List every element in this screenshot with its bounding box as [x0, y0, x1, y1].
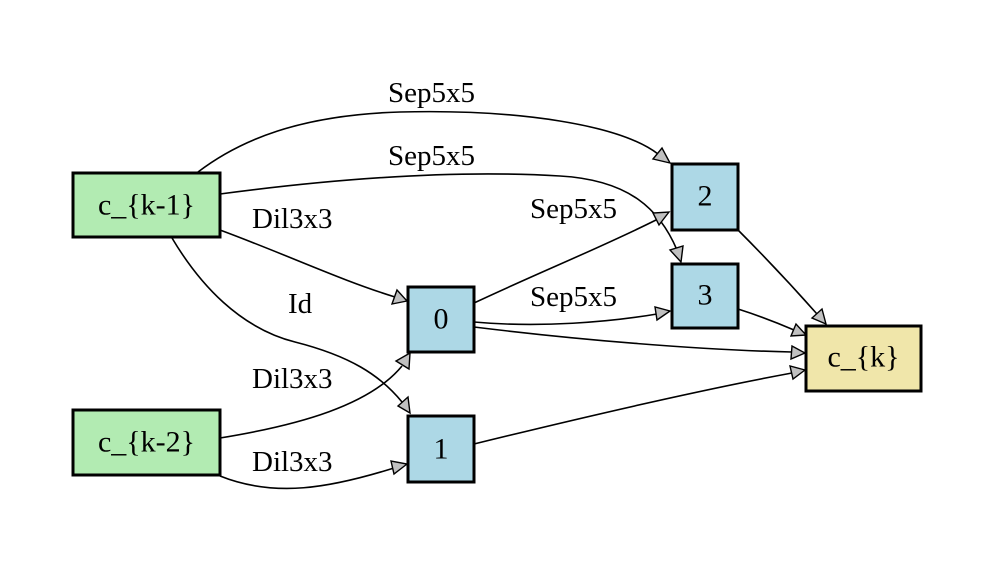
edge-ck1-to-0: Dil3x3: [219, 203, 409, 305]
node-1: 1: [406, 414, 476, 484]
edge-ck1-to-2: Sep5x5: [197, 77, 672, 173]
node-3: 3: [670, 262, 740, 330]
node-c-k-label: c_{k}: [827, 341, 899, 374]
edge-ck1-to-3: Sep5x5: [219, 140, 684, 264]
node-c-k-box: [804, 324, 923, 393]
node-0-label: 0: [434, 303, 449, 336]
node-c-k-1-box: [71, 171, 222, 239]
node-3-label: 3: [698, 279, 713, 312]
node-c-k: c_{k}: [804, 324, 923, 393]
node-c-k-2-label: c_{k-2}: [98, 426, 195, 459]
node-3-box: [670, 262, 740, 330]
edge-label-0-to-2: Sep5x5: [530, 193, 617, 225]
node-2-box: [670, 162, 740, 232]
node-2-label: 2: [698, 180, 713, 213]
node-0-box: [406, 285, 476, 354]
node-c-k-1: c_{k-1}: [71, 171, 222, 239]
edge-label-ck1-to-0: Dil3x3: [252, 203, 333, 235]
node-0: 0: [406, 285, 476, 354]
edge-1-to-ck: [473, 365, 807, 445]
edge-3-to-ck: [737, 308, 808, 337]
node-2: 2: [670, 162, 740, 232]
edge-label-ck2-to-1: Dil3x3: [252, 446, 333, 478]
node-c-k-2: c_{k-2}: [71, 408, 222, 477]
edge-0-to-3: Sep5x5: [473, 281, 672, 326]
edge-label-ck1-to-2: Sep5x5: [388, 77, 475, 109]
edge-ck2-to-1: Dil3x3: [219, 446, 409, 490]
node-c-k-2-box: [71, 408, 222, 477]
edge-label-0-to-3: Sep5x5: [530, 281, 617, 313]
edge-label-ck1-to-1: Id: [288, 288, 313, 320]
edge-ck2-to-0: Dil3x3: [219, 351, 411, 439]
edge-0-to-2: Sep5x5: [473, 193, 671, 304]
node-c-k-1-label: c_{k-1}: [98, 189, 195, 222]
edge-2-to-ck: [737, 229, 828, 326]
node-1-box: [406, 414, 476, 484]
edge-ck1-to-1: Id: [171, 237, 411, 415]
edge-0-to-ck: [473, 326, 807, 361]
edge-label-ck1-to-3: Sep5x5: [388, 140, 475, 172]
edge-label-ck2-to-0: Dil3x3: [252, 363, 333, 395]
node-1-label: 1: [434, 433, 449, 466]
